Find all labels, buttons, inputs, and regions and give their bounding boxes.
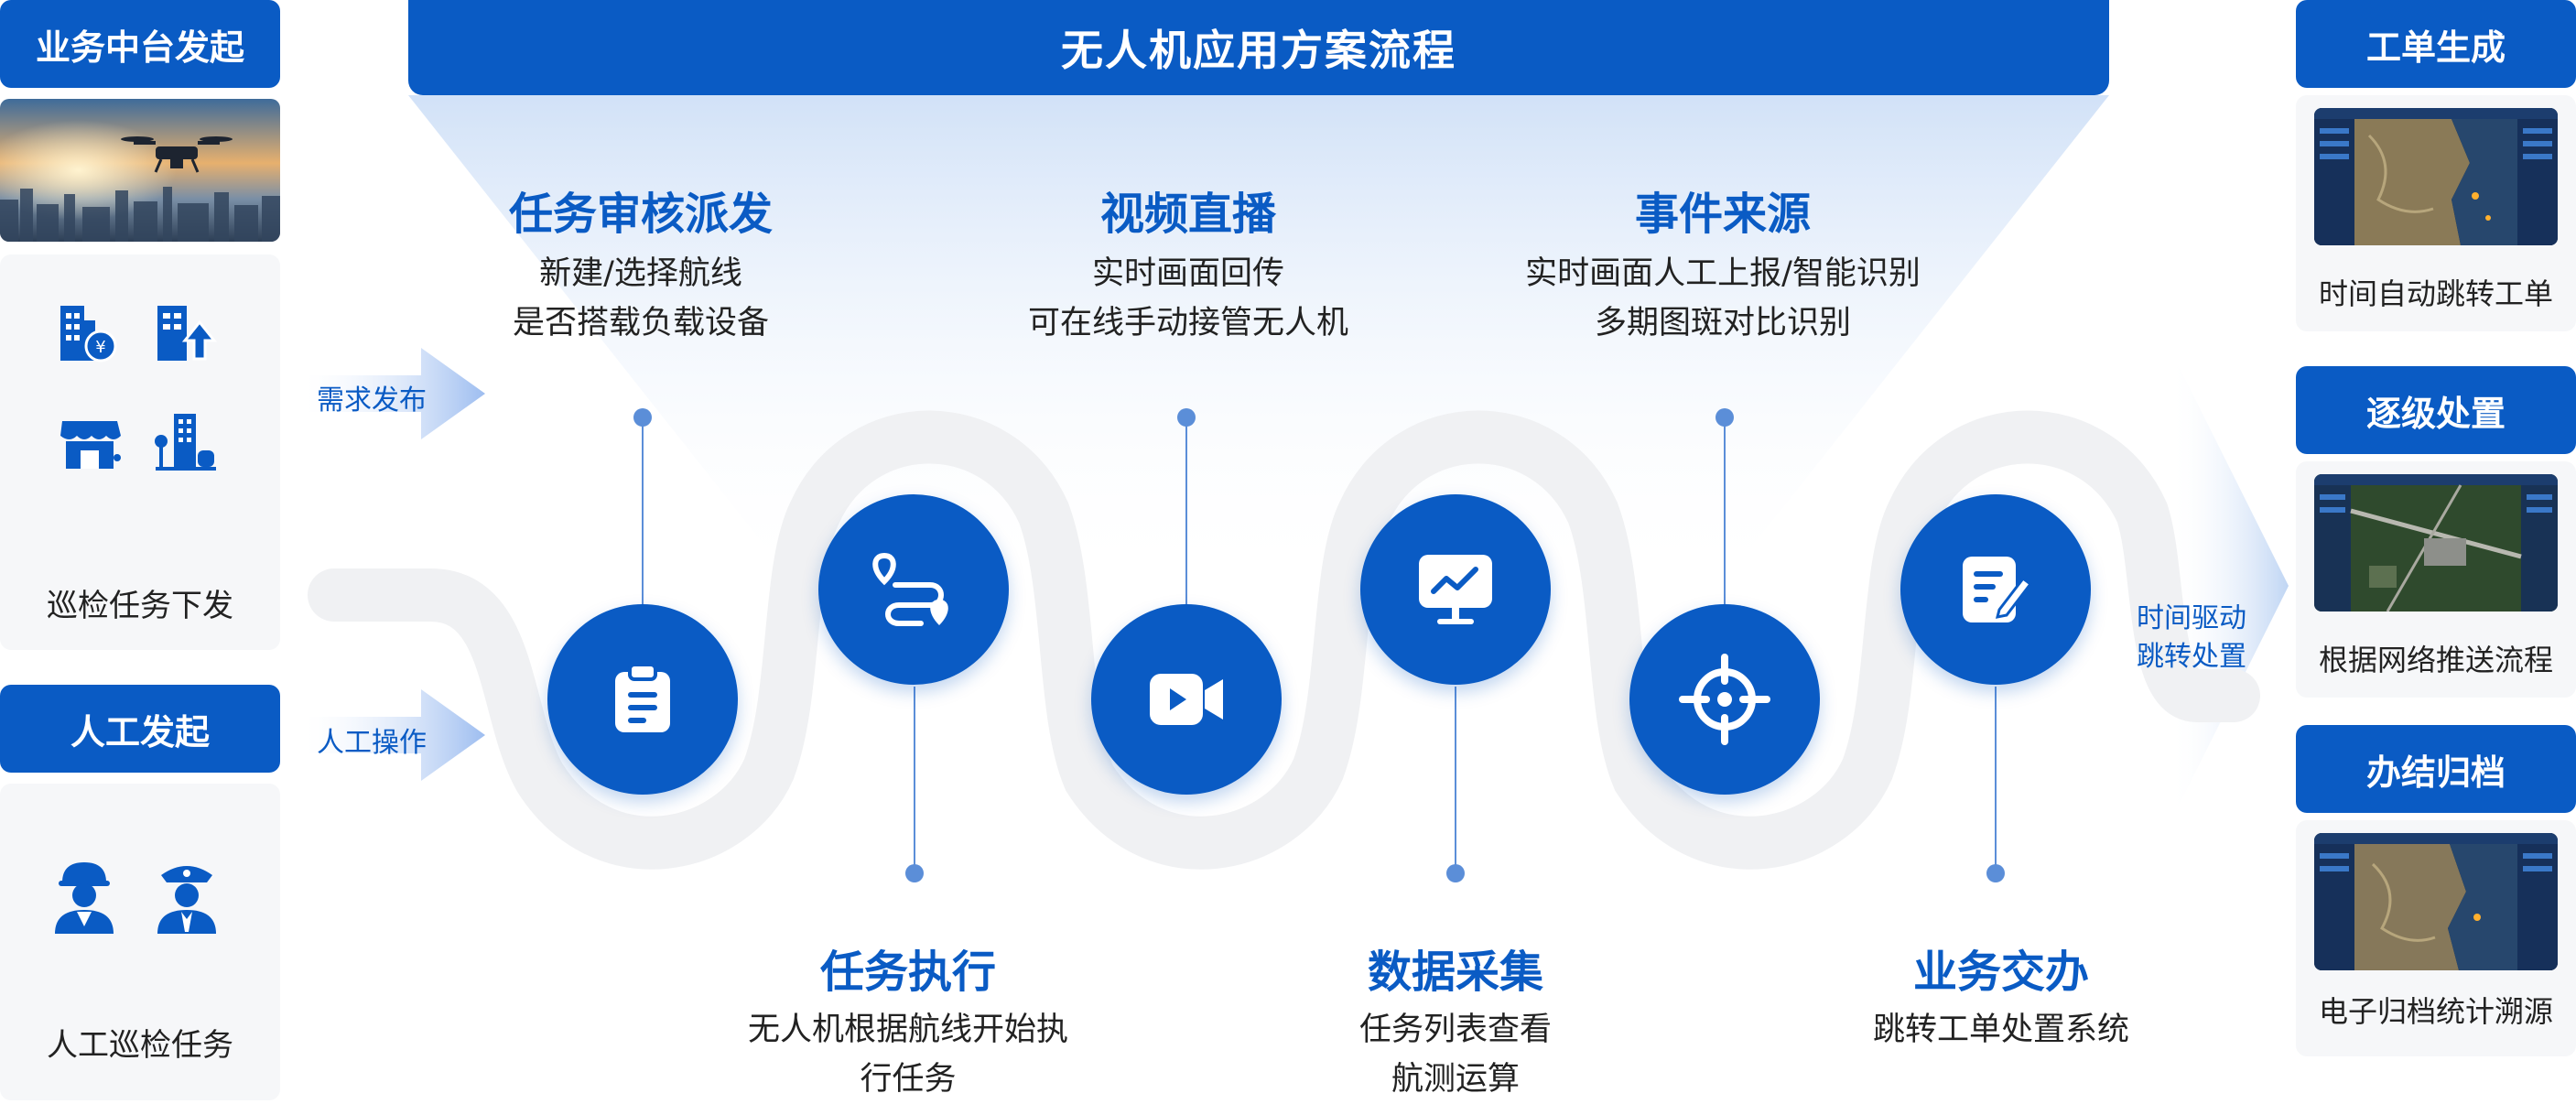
manual-origin-header: 人工发起 [0, 685, 280, 773]
step-collect-line1: 任务列表查看 [1358, 1012, 1552, 1048]
biz-task-panel: ¥ 巡检任务下发 [0, 254, 280, 650]
connector-line [642, 417, 644, 612]
connector-dot [633, 408, 652, 427]
connector-dot [1177, 408, 1196, 427]
building-growth-icon [157, 306, 218, 361]
video-icon [1150, 674, 1223, 725]
step-dispatch-circle [547, 604, 738, 795]
step-video-line2: 可在线手动接管无人机 [1027, 305, 1348, 341]
map-screenshot [2314, 108, 2558, 245]
step-video-line1: 实时画面回传 [1091, 255, 1284, 292]
manual-panel-label: 人工巡检任务 [47, 1027, 233, 1064]
step-execute-circle [818, 494, 1009, 685]
right-arrow-label-2: 跳转处置 [2137, 641, 2246, 673]
biz-panel-label: 巡检任务下发 [47, 588, 233, 624]
step-event-line1: 实时画面人工上报/智能识别 [1525, 255, 1921, 292]
edit-note-icon [1963, 557, 2032, 622]
step-handover-title: 业务交办 [1912, 947, 2089, 998]
escalate-panel: 根据网络推送流程 [2296, 461, 2576, 698]
step-event-circle [1629, 604, 1820, 795]
drone-photo [0, 99, 280, 242]
connector-dot [1986, 864, 2005, 882]
archive-panel: 电子归档统计溯源 [2296, 820, 2576, 1056]
connector-line [1185, 417, 1187, 612]
manual-arrow-label: 人工操作 [317, 727, 427, 759]
building-icon: ¥ [60, 306, 117, 363]
manual-task-panel: 人工巡检任务 [0, 784, 280, 1100]
connector-line [914, 687, 915, 875]
map-screenshot [2314, 833, 2558, 970]
workorder-panel: 时间自动跳转工单 [2296, 95, 2576, 331]
step-video-circle [1091, 604, 1282, 795]
connector-line [1724, 417, 1726, 612]
step-execute-title: 任务执行 [819, 947, 996, 998]
connector-dot [1716, 408, 1734, 427]
step-dispatch-title: 任务审核派发 [508, 189, 773, 240]
step-collect-line2: 航测运算 [1391, 1061, 1520, 1098]
worker-icon [55, 862, 114, 934]
workorder-header: 工单生成 [2296, 0, 2576, 88]
archive-header: 办结归档 [2296, 725, 2576, 813]
connector-line [1455, 687, 1456, 875]
connector-dot [1446, 864, 1465, 882]
route-icon [872, 552, 948, 626]
step-dispatch-line2: 是否搭载负载设备 [512, 305, 769, 341]
shop-icon [60, 421, 121, 469]
connector-dot [905, 864, 924, 882]
monitor-chart-icon [1419, 555, 1492, 624]
step-handover-line1: 跳转工单处置系统 [1872, 1012, 2129, 1048]
step-event-line2: 多期图斑对比识别 [1594, 305, 1851, 341]
step-collect-title: 数据采集 [1367, 947, 1543, 998]
workorder-label: 时间自动跳转工单 [2318, 276, 2553, 311]
escalate-header: 逐级处置 [2296, 366, 2576, 454]
police-icon [157, 866, 216, 934]
step-handover-circle [1900, 494, 2091, 685]
step-event-title: 事件来源 [1634, 189, 1811, 240]
clipboard-icon [615, 663, 670, 732]
city-icon [155, 414, 216, 471]
map-screenshot [2314, 474, 2558, 612]
step-video-title: 视频直播 [1099, 189, 1276, 240]
connector-line [1995, 687, 1997, 875]
archive-label: 电子归档统计溯源 [2318, 994, 2553, 1029]
biz-origin-header: 业务中台发起 [0, 0, 280, 88]
demand-arrow-label: 需求发布 [317, 384, 427, 417]
escalate-label: 根据网络推送流程 [2318, 643, 2553, 677]
step-collect-circle [1360, 494, 1551, 685]
target-icon [1679, 654, 1770, 745]
banner-title: 无人机应用方案流程 [408, 0, 2109, 95]
step-execute-line1: 无人机根据航线开始执 [747, 1012, 1068, 1048]
step-dispatch-line1: 新建/选择航线 [539, 255, 742, 292]
right-arrow-label-1: 时间驱动 [2137, 602, 2246, 634]
step-execute-line2: 行任务 [860, 1061, 957, 1098]
svg-text:¥: ¥ [95, 338, 105, 357]
